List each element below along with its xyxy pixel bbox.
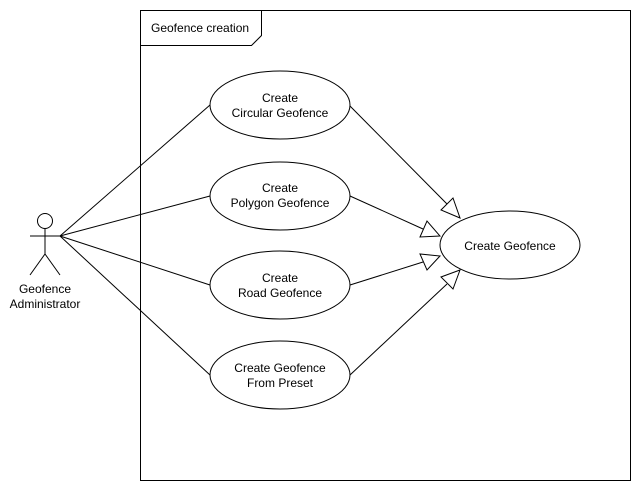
frame-title: Geofence creation — [151, 21, 249, 35]
use-case-create-geofence-from-preset: Create Geofence From Preset — [209, 340, 351, 410]
generalization-road — [349, 253, 442, 286]
association-circular — [59, 104, 211, 237]
use-case-label-line1: Create — [262, 271, 298, 285]
use-case-create-circular-geofence: Create Circular Geofence — [209, 70, 351, 140]
generalization-line — [349, 261, 424, 286]
generalization-circular — [348, 104, 461, 219]
use-case-ellipse — [209, 340, 351, 410]
association-preset — [59, 235, 211, 376]
use-case-label-line1: Create — [262, 181, 298, 195]
generalization-line — [349, 195, 424, 230]
actor-geofence-administrator: Geofence Administrator — [10, 213, 81, 311]
use-case-label: Create Geofence — [464, 239, 556, 253]
use-case-ellipse — [209, 161, 351, 231]
use-case-ellipse — [209, 70, 351, 140]
actor-name-line2: Administrator — [10, 297, 81, 311]
use-case-label-line2: Circular Geofence — [232, 106, 329, 120]
use-case-label-line1: Create Geofence — [234, 361, 326, 375]
association-polygon — [59, 195, 211, 237]
generalization-arrowhead — [419, 253, 442, 271]
use-case-label-line2: Polygon Geofence — [231, 196, 330, 210]
generalization-line — [349, 283, 448, 376]
generalization-arrowhead — [440, 269, 461, 290]
actor-name-line1: Geofence — [19, 282, 71, 296]
use-case-create-geofence: Create Geofence — [439, 210, 581, 280]
use-case-create-polygon-geofence: Create Polygon Geofence — [209, 161, 351, 231]
system-boundary — [140, 10, 631, 481]
generalization-polygon — [349, 195, 442, 238]
use-case-label-line1: Create — [262, 91, 298, 105]
use-case-ellipse — [209, 250, 351, 320]
generalization-line — [348, 104, 448, 205]
use-case-label-line2: Road Geofence — [238, 286, 322, 300]
actor-head — [37, 213, 53, 229]
generalization-arrowhead — [419, 220, 442, 238]
use-case-ellipse — [439, 210, 581, 280]
actor-right-leg — [44, 253, 61, 276]
association-road — [59, 235, 211, 286]
use-case-create-road-geofence: Create Road Geofence — [209, 250, 351, 320]
use-case-label-line2: From Preset — [247, 376, 314, 390]
generalization-arrowhead — [440, 197, 461, 219]
generalization-preset — [349, 269, 461, 376]
frame-title-tab — [140, 10, 262, 46]
actor-left-leg — [29, 253, 46, 276]
